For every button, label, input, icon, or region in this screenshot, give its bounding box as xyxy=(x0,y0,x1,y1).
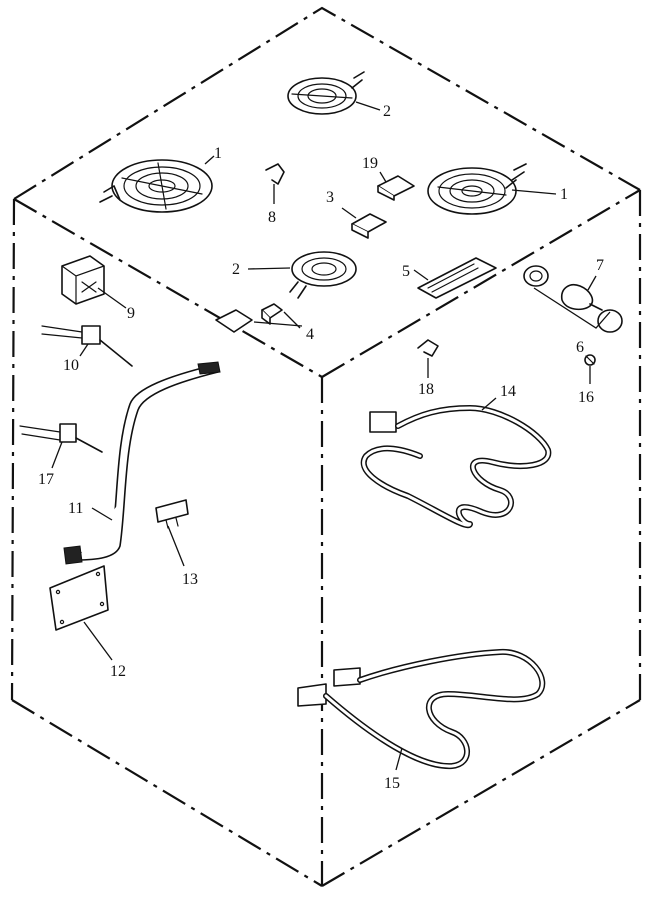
callout-16: 16 xyxy=(578,389,594,406)
receptacle-block xyxy=(351,213,387,239)
lamp-bulb xyxy=(560,284,603,311)
leader-lines xyxy=(51,101,611,771)
connector xyxy=(155,499,189,529)
callout-4: 4 xyxy=(306,326,314,343)
callout-19: 19 xyxy=(362,155,378,172)
callout-15: 15 xyxy=(384,775,400,792)
callout-6: 6 xyxy=(576,339,584,356)
callout-11: 11 xyxy=(68,500,83,517)
callout-13: 13 xyxy=(182,571,198,588)
clip-upper xyxy=(265,163,285,185)
callout-10: 10 xyxy=(63,357,79,374)
callout-7: 7 xyxy=(596,257,604,274)
cabinet-outline xyxy=(10,6,642,887)
screw xyxy=(584,354,596,366)
broil-element xyxy=(297,648,546,770)
surface-element-middle xyxy=(289,251,357,299)
sensor-lower xyxy=(19,423,103,453)
callout-1-left: 1 xyxy=(214,145,222,162)
sensor-upper xyxy=(41,325,133,367)
callout-14: 14 xyxy=(500,383,516,400)
callout-9: 9 xyxy=(127,305,135,322)
receptacle-clip xyxy=(377,175,415,201)
surface-element-left xyxy=(99,159,213,213)
callout-1-right: 1 xyxy=(560,186,568,203)
callout-2-top: 2 xyxy=(383,103,391,120)
callout-2-middle: 2 xyxy=(232,261,240,278)
callout-18: 18 xyxy=(418,381,434,398)
wiring-harness xyxy=(63,361,221,565)
bake-element xyxy=(360,405,552,529)
lamp-socket xyxy=(523,265,623,333)
callout-3: 3 xyxy=(326,189,334,206)
callout-17: 17 xyxy=(38,471,54,488)
surface-element-top xyxy=(287,71,365,115)
clip-lower xyxy=(417,339,439,357)
switch-cube xyxy=(61,255,105,305)
callout-12: 12 xyxy=(110,663,126,680)
callout-8: 8 xyxy=(268,209,276,226)
surface-element-right xyxy=(427,163,527,215)
callout-numbers: 1 1 2 2 3 4 5 6 7 8 9 10 11 12 13 14 15 … xyxy=(38,103,604,792)
terminal-block xyxy=(215,303,283,333)
mounting-plate xyxy=(49,565,109,631)
control-panel xyxy=(417,257,497,299)
callout-5: 5 xyxy=(402,263,410,280)
